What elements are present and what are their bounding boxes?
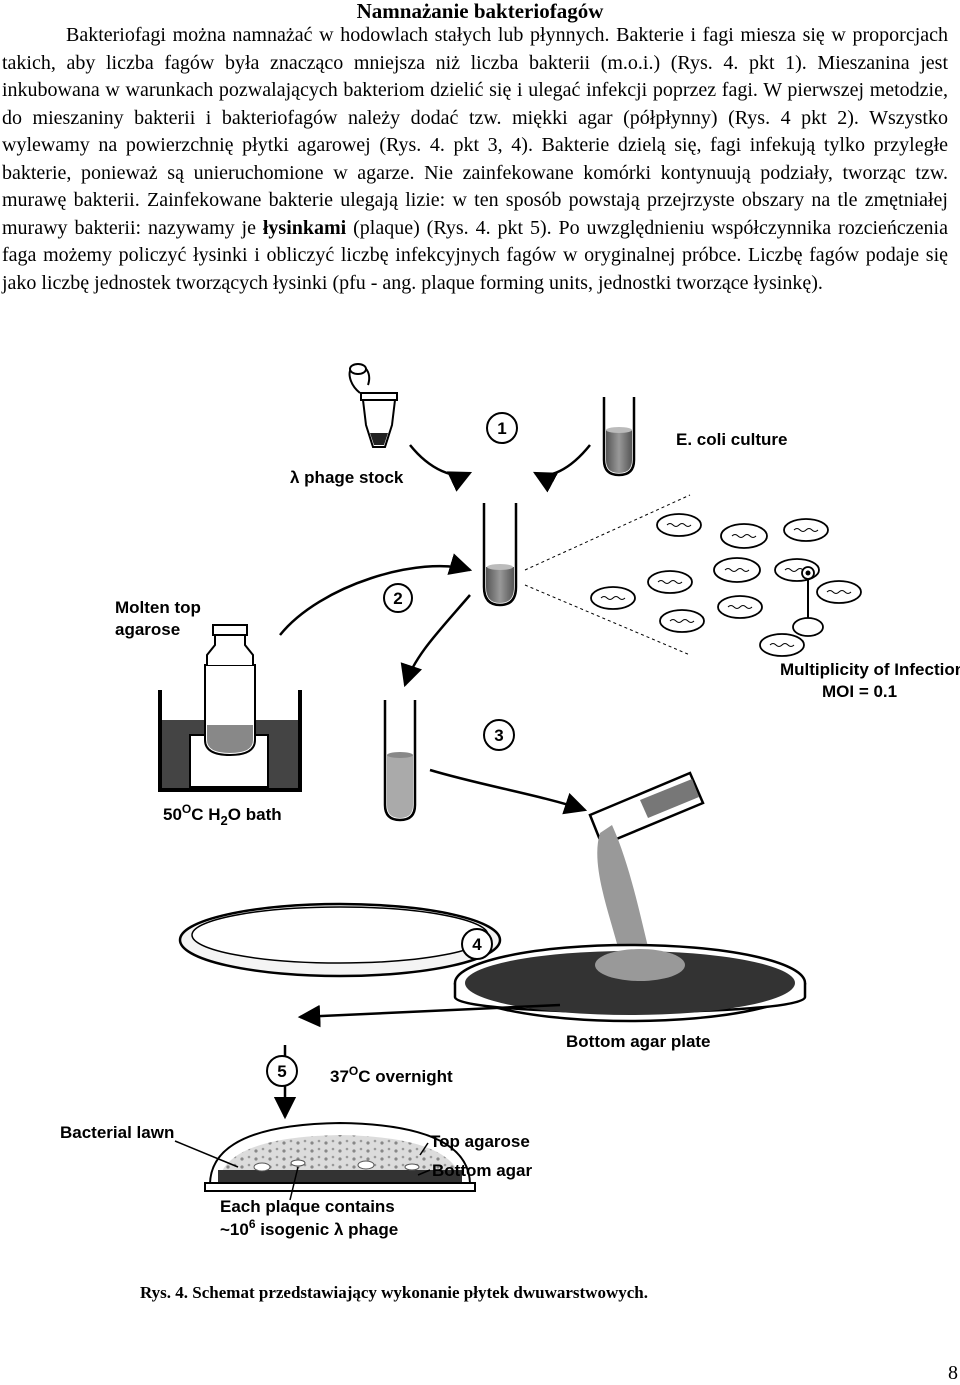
step-marker-1 (486, 412, 518, 444)
moi-label-line1: Multiplicity of Infection (780, 660, 960, 679)
step-number-4: 4 (472, 935, 482, 954)
incubation-label: 37OC overnight (330, 1064, 453, 1086)
body-paragraph: Bakteriofagi można namnażać w hodowlach … (2, 22, 948, 297)
water-bath (158, 624, 302, 792)
bottom-agar-plate-label: Bottom agar plate (566, 1032, 711, 1051)
paragraph-text-2: (plaque) (Rys. 4. pkt 5). Po uwzględnien… (2, 216, 948, 294)
arrow-culture-to-mix (533, 444, 591, 493)
bottom-agar-label: Bottom agar (432, 1161, 533, 1180)
arrow-phage-to-mix (409, 444, 473, 492)
top-agar-tube (383, 700, 417, 822)
arrow-plate-to-incubate (297, 1003, 561, 1028)
step-number-3: 3 (494, 726, 503, 745)
procedure-diagram: λ phage stock 1 E. coli culture (60, 363, 960, 1239)
arrow-pour (429, 768, 588, 815)
phage-particle-icon (792, 566, 824, 637)
step-number-2: 2 (393, 589, 402, 608)
water-bath-label: 50OC H2O bath (163, 802, 282, 828)
step-marker-5 (266, 1055, 298, 1087)
paragraph-bold-term: łysinkami (262, 216, 347, 239)
ecoli-culture-tube (602, 397, 636, 477)
final-plate-cross-section (204, 1121, 476, 1192)
figure-caption: Rys. 4. Schemat przedstawiający wykonani… (140, 1283, 648, 1302)
arrow-tube-to-top-agar (400, 594, 471, 688)
plaque-label-line2: ~106 isogenic λ phage (220, 1217, 398, 1239)
top-agarose-pointer (419, 1142, 429, 1156)
procedure-figure: λ phage stock 1 E. coli culture (0, 355, 960, 1255)
plaque-label-line1: Each plaque contains (220, 1197, 395, 1216)
molten-top-label-line2: agarose (115, 620, 180, 639)
step-number-1: 1 (497, 419, 506, 438)
step-marker-2 (383, 583, 413, 613)
petri-lid (178, 902, 502, 978)
step-marker-4 (461, 928, 493, 960)
plaque-pointer (289, 1166, 299, 1201)
bottom-agar-plate (453, 943, 807, 1023)
phage-stock-label: λ phage stock (290, 468, 404, 487)
arrow-agarose-to-tube (279, 553, 473, 636)
ecoli-culture-label: E. coli culture (676, 430, 787, 449)
step-marker-3 (483, 719, 515, 751)
step-number-5: 5 (277, 1062, 286, 1081)
pouring-tube (588, 771, 705, 955)
page-number: 8 (948, 1362, 958, 1384)
phage-stock-tube (348, 363, 398, 448)
moi-label-line2: MOI = 0.1 (822, 682, 897, 701)
bacterial-lawn-label: Bacterial lawn (60, 1123, 174, 1142)
top-agarose-label: Top agarose (430, 1132, 530, 1151)
bacteria-cluster (524, 494, 862, 657)
page-title: Namnażanie bakteriofagów (356, 0, 604, 23)
paragraph-text-1: Bakteriofagi można namnażać w hodowlach … (2, 24, 948, 239)
molten-top-label-line1: Molten top (115, 598, 201, 617)
mixed-tube (482, 503, 518, 607)
bottom-agar-pointer (417, 1169, 431, 1176)
bacterial-lawn-pointer (174, 1140, 239, 1168)
